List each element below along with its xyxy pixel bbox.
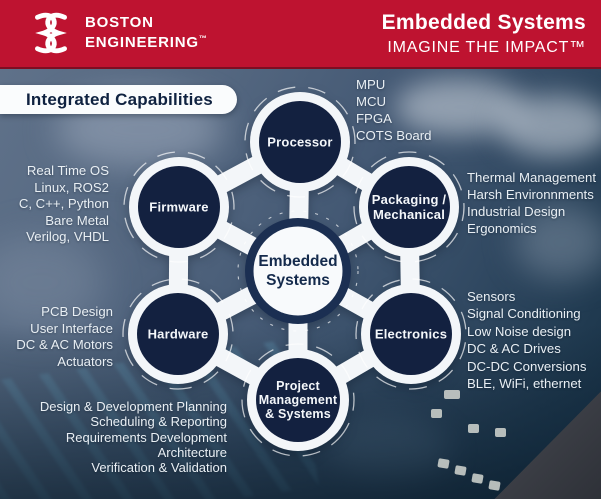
dashed-rings xyxy=(122,86,467,457)
logo-line1: BOSTON xyxy=(85,14,154,31)
list-item: DC-DC Conversions xyxy=(467,358,587,374)
list-item: Thermal Management xyxy=(467,170,597,185)
list-item: Design & Development Planning xyxy=(39,399,227,414)
list-item: DC & AC Drives xyxy=(467,341,561,357)
boston-engineering-logo: BOSTON ENGINEERING™ xyxy=(26,10,207,56)
page-title: Embedded Systems xyxy=(381,11,586,34)
integrated-capabilities-banner: Integrated Capabilities xyxy=(0,85,237,114)
node-circle-processor xyxy=(250,92,350,192)
bg-blur-blob xyxy=(0,235,105,330)
node-label-hardware: Hardware xyxy=(147,326,209,342)
list-item: BLE, WiFi, ethernet xyxy=(467,376,582,392)
node-label-project: Project Management & Systems xyxy=(258,379,338,421)
node-circle-firmware xyxy=(129,157,229,257)
node-label-packaging: Packaging / Mechanical xyxy=(371,192,447,222)
node-circle-project xyxy=(247,349,349,451)
trademark-symbol: ™ xyxy=(198,34,207,43)
list-item: Verilog, VHDL xyxy=(26,229,109,244)
list-item: Requirements Development xyxy=(65,429,227,445)
solder-pad xyxy=(431,409,442,418)
list-item: MCU xyxy=(356,94,387,109)
solder-pad xyxy=(495,428,506,437)
list-item: Actuators xyxy=(57,353,113,369)
node-label-electronics: Electronics xyxy=(374,326,448,342)
list-project: Design & Development Planning Scheduling… xyxy=(40,399,227,475)
list-item: MPU xyxy=(356,77,386,92)
list-hardware: PCB Design User Interface DC & AC Motors… xyxy=(16,304,113,370)
list-item: Ergonomics xyxy=(467,221,537,236)
list-item: DC & AC Motors xyxy=(16,337,113,352)
brand-header: BOSTON ENGINEERING™ Embedded Systems IMA… xyxy=(0,0,601,69)
node-label-processor: Processor xyxy=(267,134,333,150)
node-circles xyxy=(128,92,461,451)
list-item: Verification & Validation xyxy=(91,460,227,476)
list-item: C, C++, Python xyxy=(18,196,109,211)
list-item: Real Time OS xyxy=(26,163,109,178)
list-item: COTS Board xyxy=(356,128,432,143)
logo-wordmark: BOSTON ENGINEERING™ xyxy=(85,15,207,51)
list-item: PCB Design xyxy=(41,304,113,319)
list-item: Sensors xyxy=(467,289,516,304)
node-circle-electronics xyxy=(361,284,461,384)
list-item: Industrial Design xyxy=(467,204,566,219)
solder-pad xyxy=(468,424,479,433)
list-packaging: Thermal Management Harsh Environnments I… xyxy=(467,169,596,237)
list-item: User Interface xyxy=(30,320,113,336)
tagline: IMAGINE THE IMPACT™ xyxy=(387,39,586,56)
hub-circle xyxy=(245,218,351,324)
list-item: Low Noise design xyxy=(467,323,572,339)
node-circle-packaging xyxy=(359,157,459,257)
solder-pad xyxy=(444,390,460,399)
list-item: Architecture xyxy=(157,444,227,460)
hub-label: Embedded Systems xyxy=(258,253,338,289)
node-circle-hardware xyxy=(128,284,228,384)
logo-mark-icon xyxy=(35,12,67,54)
list-item: Bare Metal xyxy=(45,212,109,228)
list-item: Harsh Environnments xyxy=(467,187,594,202)
list-item: Signal Conditioning xyxy=(467,306,581,322)
list-item: Scheduling & Reporting xyxy=(90,414,227,430)
list-firmware: Real Time OS Linux, ROS2 C, C++, Python … xyxy=(19,163,109,246)
logo-line2: ENGINEERING™ xyxy=(85,34,207,51)
list-item: Linux, ROS2 xyxy=(34,179,109,195)
header-title-block: Embedded Systems IMAGINE THE IMPACT™ xyxy=(382,11,586,57)
bg-blur-blob xyxy=(515,205,601,280)
list-electronics: Sensors Signal Conditioning Low Noise de… xyxy=(467,288,586,392)
list-processor: MPU MCU FPGA COTS Board xyxy=(356,76,432,144)
list-item: FPGA xyxy=(356,111,392,126)
bg-blur-blob xyxy=(498,95,601,157)
node-label-firmware: Firmware xyxy=(149,199,209,215)
